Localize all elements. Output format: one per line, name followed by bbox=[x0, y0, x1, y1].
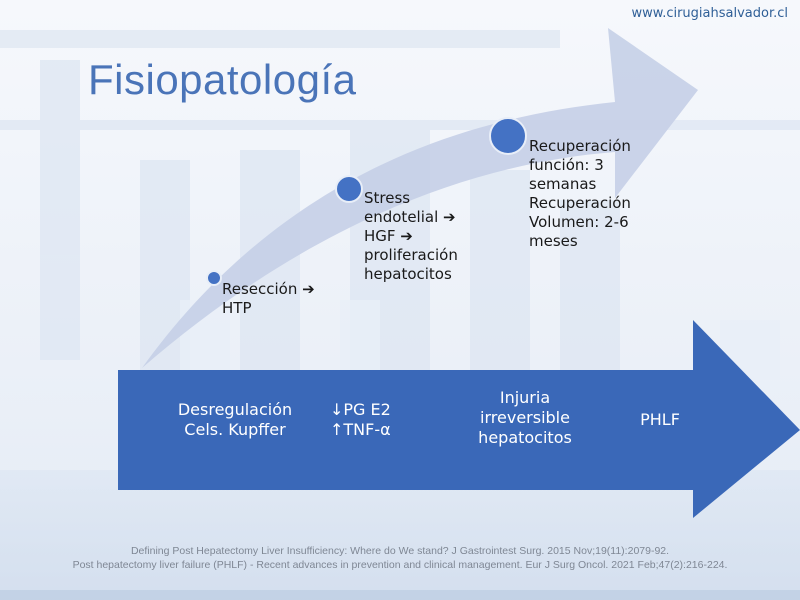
step-label-2: Stress endotelial ➔ HGF ➔ proliferación … bbox=[364, 189, 458, 283]
band-item-mediators: ↓PG E2 ↑TNF-α bbox=[330, 400, 391, 439]
reference-1: Defining Post Hepatectomy Liver Insuffic… bbox=[130, 545, 670, 557]
step-label-3: Recuperación función: 3 semanas Recupera… bbox=[529, 137, 631, 250]
step-dot-1 bbox=[206, 270, 222, 286]
slide-title: Fisiopatología bbox=[88, 56, 357, 103]
band-item-phlf: PHLF bbox=[640, 410, 680, 429]
step-label-1: Resección ➔ HTP bbox=[222, 280, 315, 317]
reference-2: Post hepatectomy liver failure (PHLF) - … bbox=[72, 559, 728, 571]
band-item-injury: Injuria irreversible hepatocitos bbox=[478, 388, 572, 447]
site-url: www.cirugiahsalvador.cl bbox=[631, 6, 788, 21]
step-dot-2 bbox=[335, 175, 363, 203]
band-item-kupffer: Desregulación Cels. Kupffer bbox=[177, 400, 293, 439]
step-dot-3 bbox=[489, 117, 527, 155]
